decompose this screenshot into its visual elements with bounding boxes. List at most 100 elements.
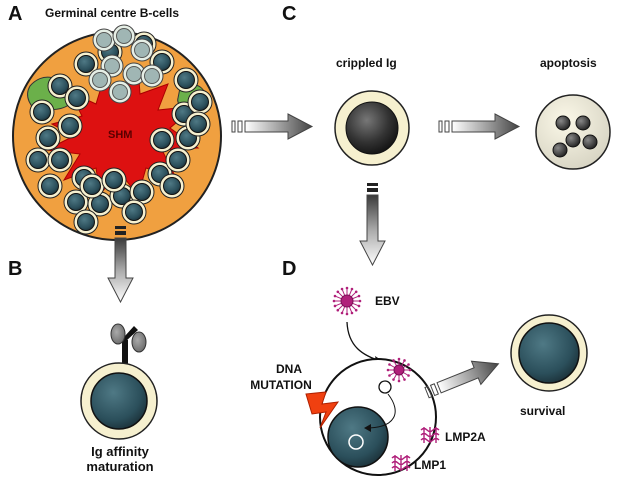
gc-b-cell <box>149 127 175 153</box>
ebv-glycoprotein <box>333 304 337 308</box>
panel-label-a: A <box>8 3 23 25</box>
ebv-glycoprotein <box>340 311 344 315</box>
germinal-centre-light-zone-cells <box>88 24 164 104</box>
gc-b-cell <box>35 125 61 151</box>
panel-label-d: D <box>282 258 297 280</box>
bcr-stem <box>122 340 128 364</box>
dna-mutation-label-line1: DNA <box>276 362 302 376</box>
gc-b-cell <box>37 173 63 199</box>
gc-b-cell <box>47 73 73 99</box>
gc-b-cell <box>129 179 155 205</box>
dna-mutation-label-line2: MUTATION <box>250 378 312 392</box>
gc-b-cell <box>29 99 55 125</box>
arrow-a-to-b <box>107 226 134 304</box>
ebv-on-membrane <box>386 357 412 383</box>
arrow-infected-to-survival <box>424 360 500 399</box>
germinal-centre-title: Germinal centre B-cells <box>45 6 180 20</box>
gc-b-cell <box>101 167 127 193</box>
ebv-core <box>340 294 354 308</box>
b-cell-nucleus <box>90 372 148 430</box>
bcr-antigen-left <box>110 323 126 345</box>
ebv-glycoprotein <box>332 299 336 303</box>
panel-label-c: C <box>282 3 297 25</box>
crippled-ig-label: crippled Ig <box>336 56 397 70</box>
ig-affinity-label-line1: Ig affinity <box>91 444 149 459</box>
ebv-glycoprotein <box>392 378 395 381</box>
ebv-glycoprotein <box>407 363 410 366</box>
ebv-membrane-core <box>393 364 405 376</box>
gc-centrocyte <box>88 68 112 92</box>
ebv-glycoprotein <box>354 290 358 294</box>
ebv-spikes <box>332 286 362 316</box>
ebv-glycoprotein <box>386 368 390 372</box>
ebv-glycoprotein <box>350 287 354 291</box>
ebv-glycoprotein <box>345 286 349 290</box>
ebv-glycoprotein <box>336 308 340 312</box>
ebv-glycoprotein <box>350 311 354 315</box>
surviving-b-cell <box>510 314 588 392</box>
apoptotic-bodies <box>552 115 598 158</box>
bcr-antigen-right <box>131 331 147 353</box>
gc-b-cell <box>173 67 199 93</box>
ebv-infected-cell <box>319 357 440 476</box>
infection-path-arrow <box>346 321 385 363</box>
gc-centrocyte <box>112 24 136 48</box>
apoptotic-body <box>565 132 581 148</box>
crippled-cell-nucleus <box>345 101 399 155</box>
ebv-glycoprotein <box>392 359 395 362</box>
ebv-glycoprotein <box>388 363 391 366</box>
lmp2a-label: LMP2A <box>445 430 486 444</box>
gc-b-cell <box>73 209 99 235</box>
gc-b-cell <box>57 113 83 139</box>
ebv-glycoprotein <box>397 379 401 383</box>
apoptotic-body <box>552 142 568 158</box>
episome-migration-arrowhead <box>364 424 371 432</box>
apoptotic-cell <box>535 94 611 170</box>
gc-b-cell <box>79 173 105 199</box>
lmp2a-protein <box>420 427 440 443</box>
ebv-glycoprotein <box>345 312 349 316</box>
ebv-glycoprotein <box>336 290 340 294</box>
ebv-glycoprotein <box>333 294 337 298</box>
gc-b-cell <box>64 85 90 111</box>
apoptotic-body <box>575 115 591 131</box>
survival-label: survival <box>520 404 566 418</box>
gc-b-cell <box>25 147 51 173</box>
ig-affinity-label-line2: maturation <box>86 459 154 474</box>
apoptosis-label: apoptosis <box>540 56 597 70</box>
gc-b-cell <box>159 173 185 199</box>
gc-b-cell <box>47 147 73 173</box>
gc-b-cell <box>73 51 99 77</box>
ebv-label: EBV <box>375 294 400 308</box>
arrow-crippled-to-apoptosis <box>438 113 521 140</box>
nuclear-episome <box>348 434 364 450</box>
apoptotic-cell-body <box>535 94 611 170</box>
cytoplasmic-episome <box>378 380 392 394</box>
apoptotic-body <box>555 115 571 131</box>
shm-label: SHM <box>108 129 133 141</box>
gc-b-cell <box>63 189 89 215</box>
gc-b-cell <box>121 199 147 225</box>
apoptotic-body <box>582 134 598 150</box>
germinal-centre <box>12 24 222 241</box>
dna-mutation-lightning <box>305 391 340 429</box>
ebv-glycoprotein <box>397 357 401 361</box>
gc-b-cell <box>187 89 213 115</box>
ebv-glycoprotein <box>357 294 361 298</box>
crippled-ig-b-cell <box>334 90 410 166</box>
gc-b-cell <box>185 111 211 137</box>
episome-migration-arrow <box>365 393 396 429</box>
arrow-a-to-c <box>231 113 314 140</box>
gc-b-cell <box>165 147 191 173</box>
gc-centrocyte <box>130 38 154 62</box>
ebv-glycoprotein <box>408 368 412 372</box>
ebv-glycoprotein <box>388 374 391 377</box>
infected-cell-nucleus <box>327 406 389 468</box>
arrow-c-to-d <box>359 183 386 267</box>
gc-centrocyte <box>92 28 116 52</box>
lmp1-label: LMP1 <box>414 458 447 472</box>
ebv-glycoprotein <box>340 287 344 291</box>
ebv-glycoprotein <box>354 308 358 312</box>
